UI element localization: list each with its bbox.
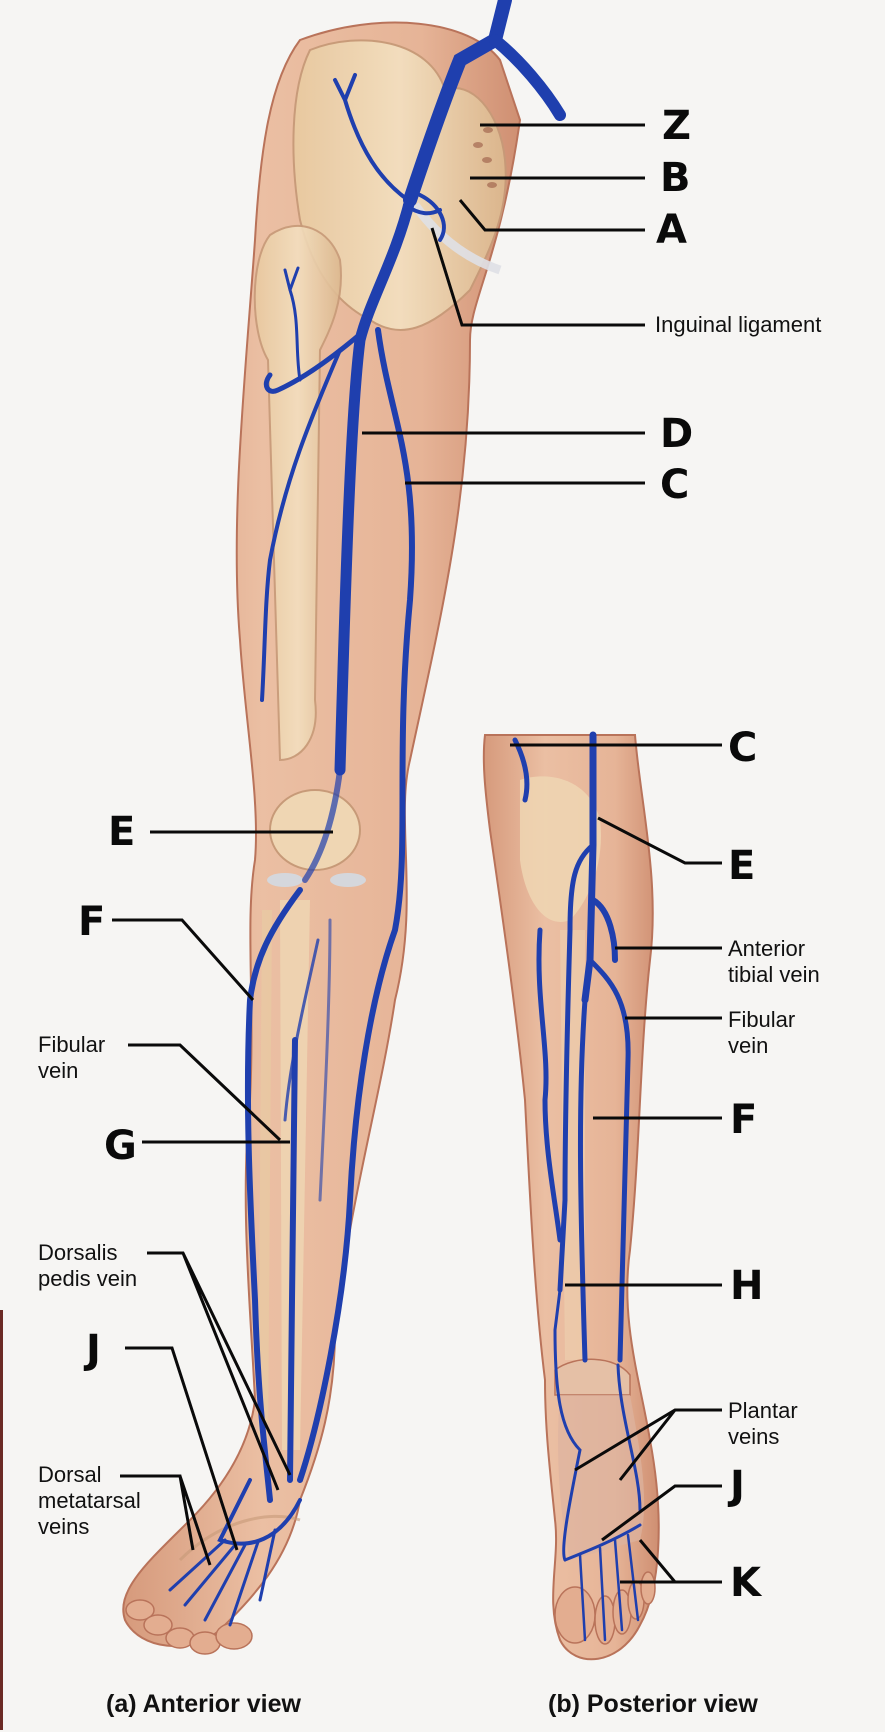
anterior-leader-lines [112,123,645,1566]
dorsalis-pedis-line1: Dorsalis [38,1240,118,1265]
label-z: Z [662,103,692,149]
label-d: D [660,411,694,457]
label-dorsal-metatarsal-veins: Dorsal metatarsal veins [38,1462,141,1540]
posterior-leader-lines [510,743,722,1584]
caption-anterior-view: (a) Anterior view [106,1690,301,1718]
label-anterior-tibial-vein: Anterior tibial vein [728,936,820,988]
label-j-posterior: J [730,1463,745,1509]
plantar-veins-line2: veins [728,1423,780,1449]
femoral-vein [334,194,416,776]
label-f-anterior: F [78,899,106,945]
fibular-vein-line2: vein [38,1057,79,1083]
dorsal-venous-arch [217,1478,302,1546]
label-fibular-vein-posterior: Fibular vein [728,1007,795,1059]
label-c-posterior: C [728,725,758,771]
label-e-posterior: E [728,843,756,889]
anterior-tibial-vein [287,1037,298,1483]
anterior-tibial-line2: tibial vein [728,961,820,987]
great-saphenous-vein [297,327,415,1483]
dorsal-metatarsal-line2: metatarsal [38,1487,141,1513]
posterior-leg [482,731,722,1661]
anterior-tibial-line1: Anterior [728,936,806,961]
label-k: K [730,1560,761,1606]
anterior-leg [112,0,645,1655]
fibular-vein-b-line2: vein [728,1032,769,1058]
label-h: H [730,1263,764,1309]
inguinal-ligament [411,202,502,275]
label-f-posterior: F [730,1097,758,1143]
label-plantar-veins: Plantar veins [728,1398,798,1450]
plantar-veins-line1: Plantar [728,1398,798,1423]
label-b: B [660,155,691,201]
label-c-anterior: C [660,462,690,508]
dorsal-metatarsal-line3: veins [38,1513,90,1539]
caption-posterior-view: (b) Posterior view [548,1690,758,1718]
label-a: A [656,207,687,253]
fibular-vein-b [587,957,631,1363]
label-fibular-vein-anterior: Fibular vein [38,1032,105,1084]
page-edge-bar [0,1310,3,1730]
label-e-anterior: E [108,809,136,855]
label-g: G [104,1123,137,1169]
label-inguinal-ligament: Inguinal ligament [655,312,822,337]
label-dorsalis-pedis-vein: Dorsalis pedis vein [38,1240,137,1292]
label-j-anterior: J [86,1327,101,1373]
posterior-veins [512,731,642,1642]
fibula-bone [258,910,272,1440]
fibular-vein-b-line1: Fibular [728,1007,796,1032]
posterior-tibial-vein [577,997,588,1363]
fibular-vein-line1: Fibular [38,1032,106,1057]
femur-head [253,225,342,762]
knee-patella [269,789,361,871]
dorsal-metatarsal-line1: Dorsal [38,1462,102,1487]
anterior-tibial-vein-b [590,897,618,963]
dorsalis-pedis-line2: pedis vein [38,1265,138,1291]
